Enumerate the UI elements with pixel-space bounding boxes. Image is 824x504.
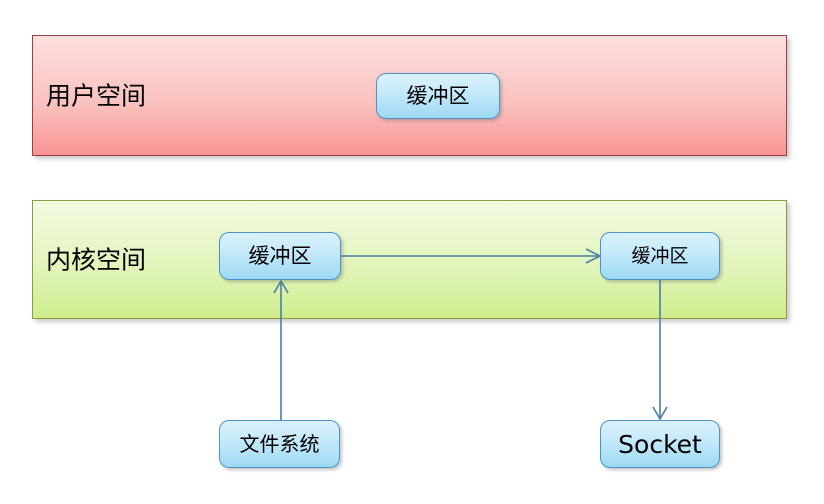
node-kernel-file-buffer[interactable]: 缓冲区 [219,232,341,280]
zone-user-space-label: 用户空间 [46,81,147,110]
zone-kernel-space-label: 内核空间 [46,245,147,274]
node-socket[interactable]: Socket [600,420,720,468]
node-kernel-sock-buffer[interactable]: 缓冲区 [600,232,720,280]
node-kernel-sock-buffer-label: 缓冲区 [631,244,689,267]
node-file-system[interactable]: 文件系统 [219,420,340,468]
node-file-system-label: 文件系统 [239,432,320,456]
node-user-buffer-label: 缓冲区 [406,83,470,108]
node-kernel-file-buffer-label: 缓冲区 [248,243,312,268]
node-socket-label: Socket [618,429,702,459]
node-user-buffer[interactable]: 缓冲区 [376,73,500,119]
